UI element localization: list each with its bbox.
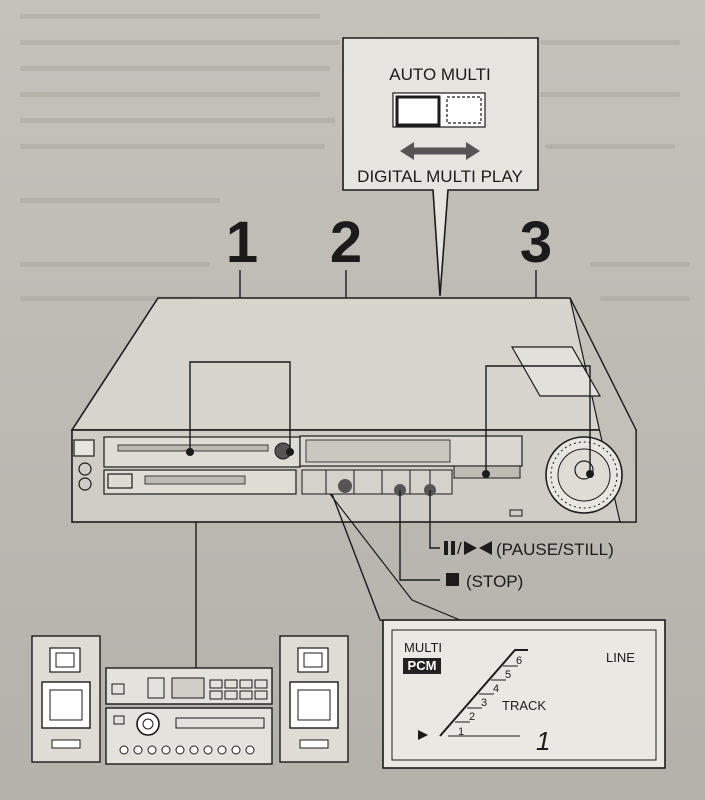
step-number-2: 2 — [330, 210, 362, 275]
auto-multi-callout: AUTO MULTI DIGITAL MULTI PLAY — [342, 37, 539, 297]
vcr-deck — [70, 297, 638, 523]
ladder-5: 5 — [505, 669, 511, 681]
ladder-1: 1 — [458, 726, 464, 738]
display-track-number: 1 — [536, 726, 550, 756]
ladder-4: 4 — [493, 683, 499, 695]
display-pcm: PCM — [408, 658, 437, 673]
track-ladder: 1 2 3 4 5 6 — [418, 649, 528, 740]
display-multi: MULTI — [404, 640, 442, 655]
display-panel: MULTI PCM LINE 1 2 3 4 5 6 TRACK 1 — [382, 619, 666, 769]
display-line: LINE — [606, 650, 635, 665]
ladder-2: 2 — [469, 711, 475, 723]
pause-still-label: / (PAUSE/STILL) — [444, 539, 614, 559]
stop-icon — [446, 573, 459, 586]
transport-buttons — [301, 469, 453, 496]
multi-screen-icon — [392, 92, 486, 128]
step-number-3: 3 — [520, 210, 552, 275]
display-track-label: TRACK — [502, 698, 546, 713]
digital-multi-play-label: DIGITAL MULTI PLAY — [357, 167, 523, 186]
toggle-arrow-icon — [400, 142, 480, 160]
pause-still-text: (PAUSE/STILL) — [496, 540, 614, 559]
ladder-3: 3 — [481, 697, 487, 709]
stop-label: (STOP) — [446, 572, 523, 591]
step-number-1: 1 — [226, 210, 258, 275]
svg-text:/: / — [457, 539, 462, 558]
audio-system — [31, 635, 349, 765]
auto-multi-label: AUTO MULTI — [389, 65, 490, 84]
ladder-6: 6 — [516, 655, 522, 667]
stop-text: (STOP) — [466, 572, 523, 591]
